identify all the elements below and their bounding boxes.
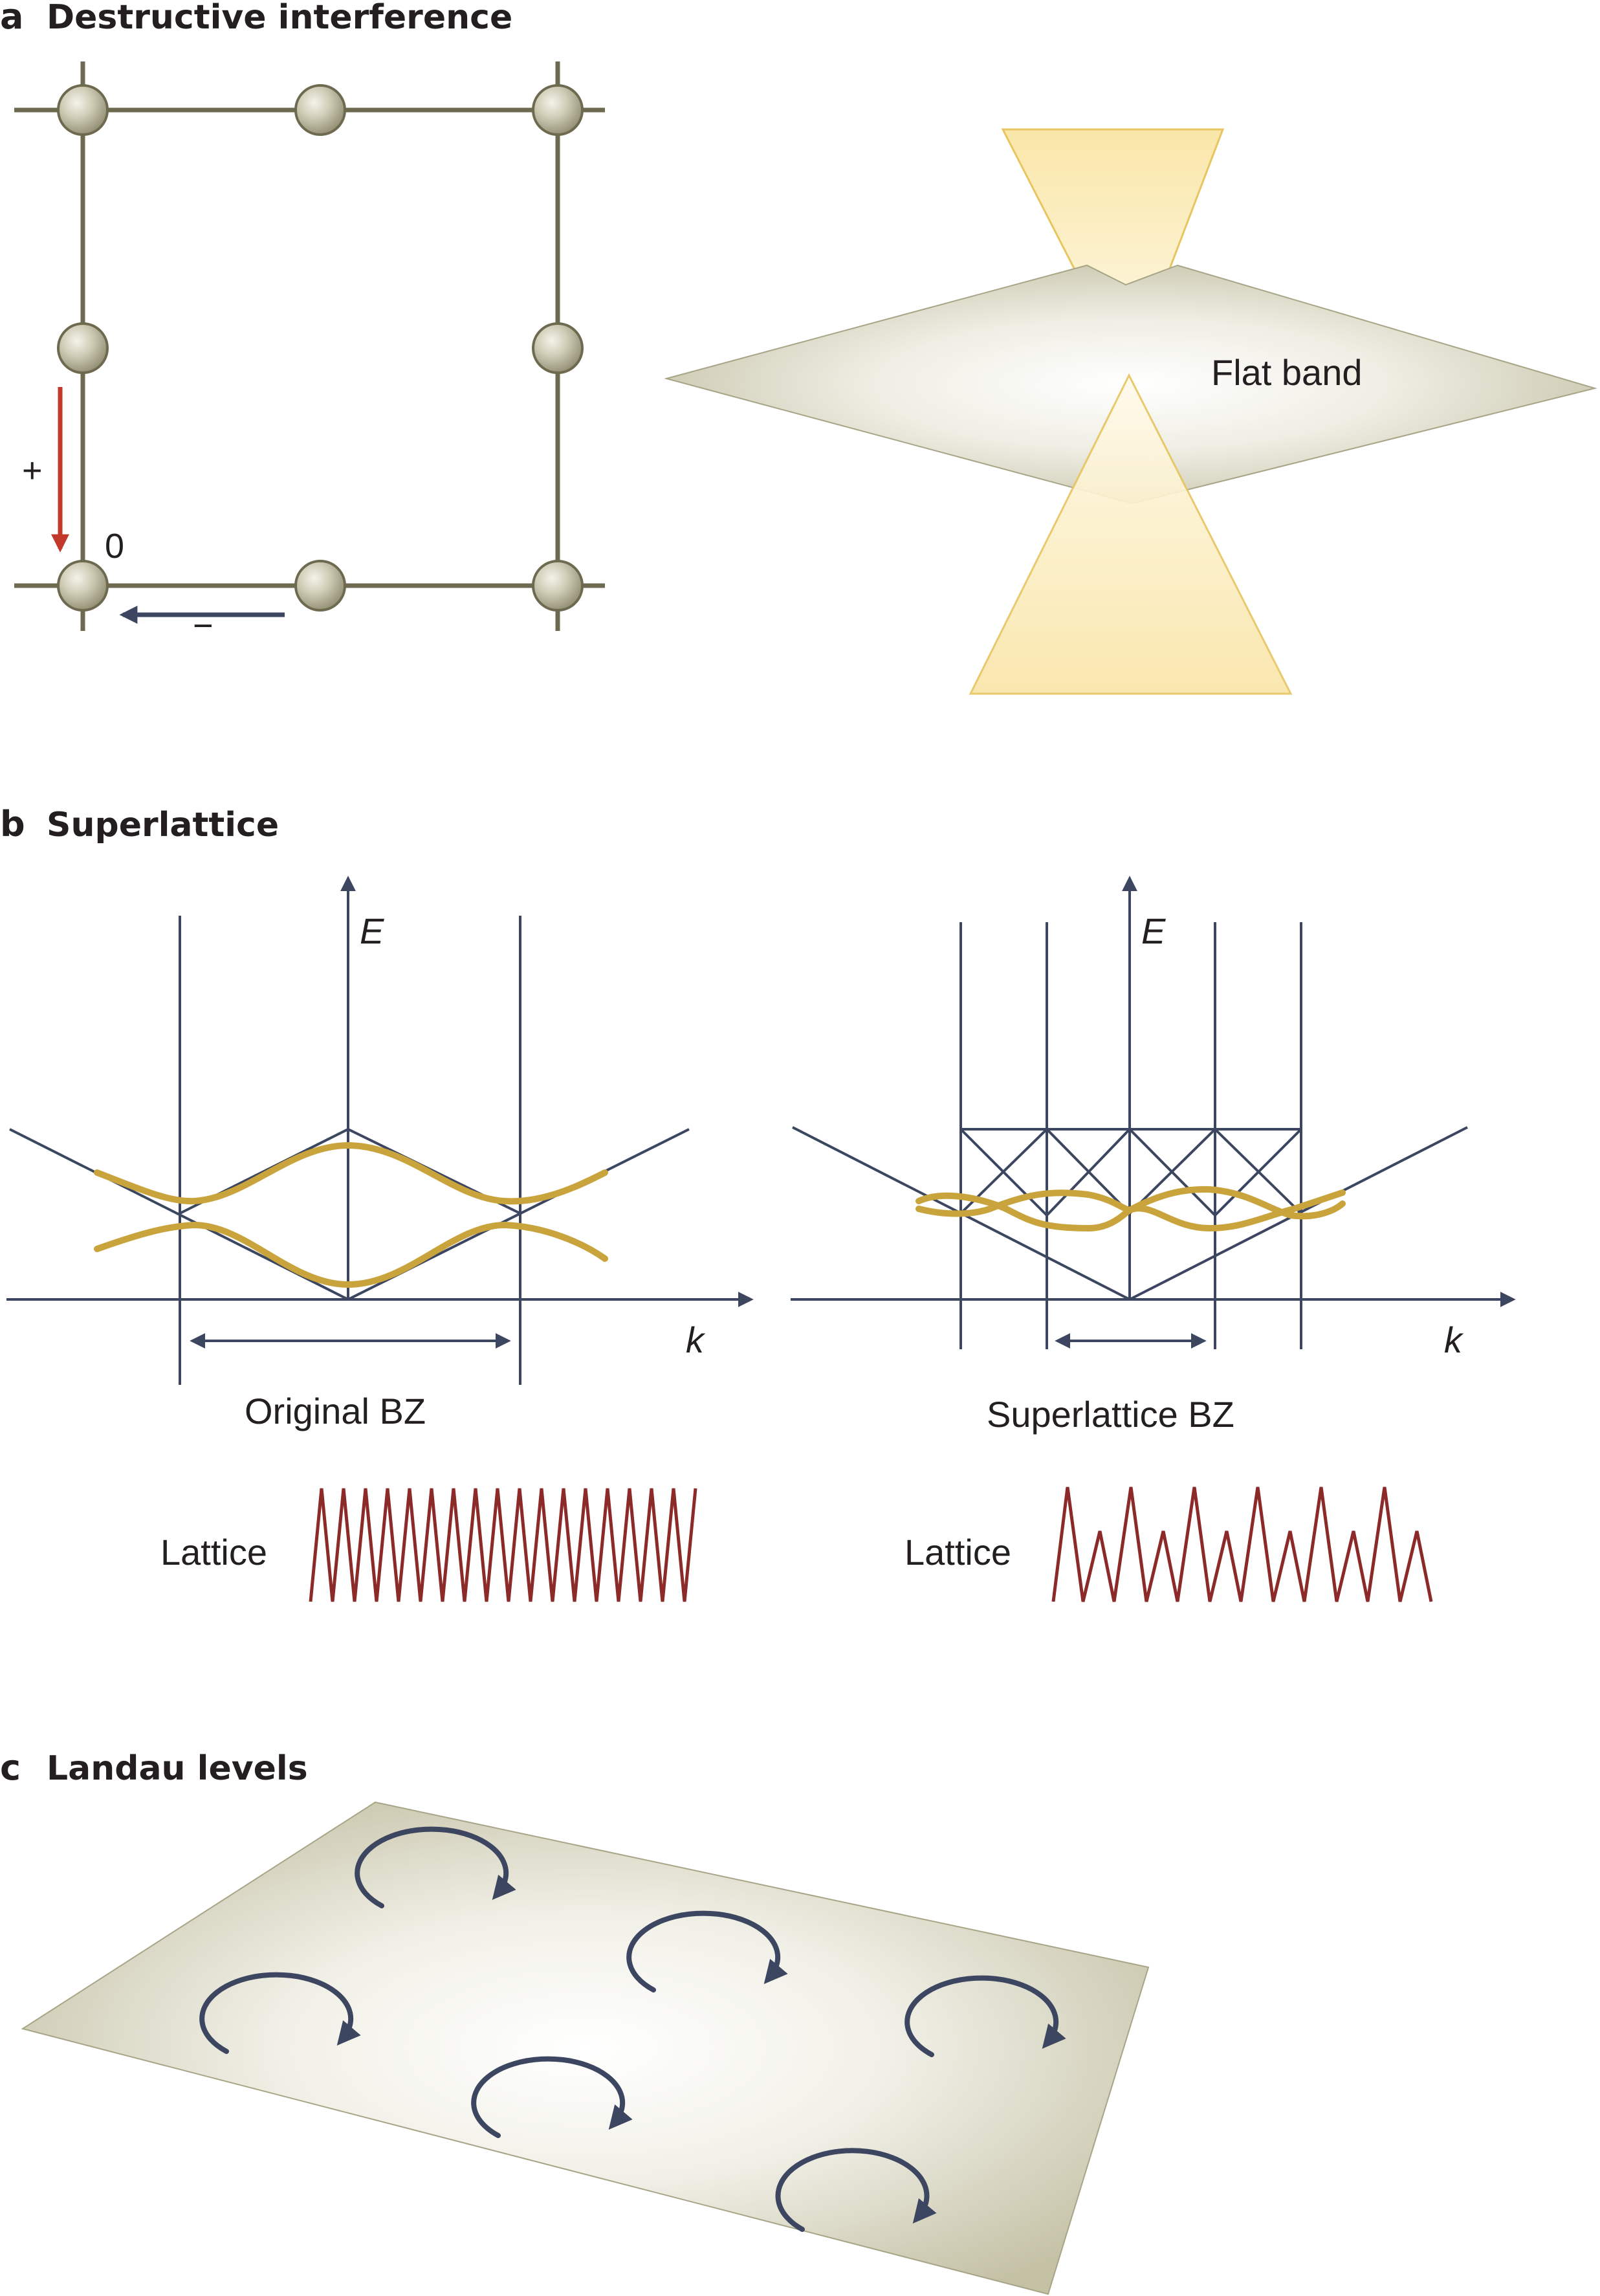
site-zero-label: 0	[105, 527, 124, 566]
atom-sphere-icon	[294, 84, 346, 136]
panel-a-letter: a	[0, 0, 23, 37]
free-electron-parabola-folded	[179, 1127, 521, 1215]
band-diagram-superlattice: E k Superlattice BZ Lattice	[791, 876, 1516, 1602]
band-lower	[94, 1221, 608, 1288]
panel-a-title: Destructive interference	[47, 0, 512, 37]
lattice-label: Lattice	[904, 1532, 1011, 1573]
atom-sphere-icon	[532, 560, 584, 612]
cyclotron-orbit-circular-arrow-icon	[471, 2056, 633, 2138]
energy-axis-label: E	[1141, 911, 1166, 951]
panel-b-title: Superlattice	[47, 806, 279, 844]
lattice-label: Lattice	[160, 1532, 267, 1573]
panel-c-letter: c	[0, 1747, 21, 1788]
panel-c-title: Landau levels	[47, 1749, 308, 1788]
panel-a: a Destructive interference + 0 −	[0, 0, 1597, 695]
free-electron-parabola	[792, 1126, 1468, 1301]
sign-minus: −	[193, 606, 214, 645]
uniform-lattice-potential	[309, 1488, 697, 1602]
band-upper	[915, 1186, 1346, 1220]
lieb-lattice: + 0 −	[14, 61, 605, 645]
cyclotron-orbit-circular-arrow-icon	[904, 1975, 1066, 2057]
flat-band-diagram: Flat band	[664, 128, 1597, 695]
atom-sphere-icon	[294, 560, 346, 612]
energy-axis-label: E	[360, 911, 384, 951]
dirac-cone-lower	[969, 373, 1293, 695]
cyclotron-orbits	[199, 1826, 1066, 2232]
atom-sphere-icon	[532, 322, 584, 374]
band-upper	[94, 1142, 608, 1205]
k-axis-label: k	[1444, 1319, 1464, 1360]
cyclotron-orbit-circular-arrow-icon	[355, 1826, 516, 1908]
cyclotron-orbit-circular-arrow-icon	[775, 2148, 937, 2232]
panel-c: c Landau levels	[0, 1747, 1150, 2295]
atom-sphere-icon	[532, 84, 584, 136]
cyclotron-orbit-circular-arrow-icon	[199, 1972, 361, 2054]
sign-plus: +	[22, 451, 43, 490]
flat-band-label: Flat band	[1211, 352, 1363, 393]
cyclotron-orbit-circular-arrow-icon	[626, 1910, 788, 1992]
band-diagram-original: E k Original BZ Lattice	[6, 876, 754, 1602]
panel-b-letter: b	[0, 804, 25, 844]
modulated-lattice-potential	[1051, 1486, 1433, 1602]
atom-sphere-icon	[57, 560, 109, 612]
2d-electron-plane	[21, 1801, 1150, 2295]
dirac-cone-upper	[1001, 128, 1225, 378]
original-bz-label: Original BZ	[245, 1391, 426, 1431]
k-axis-label: k	[686, 1319, 706, 1360]
superlattice-bz-label: Superlattice BZ	[987, 1394, 1234, 1435]
atom-sphere-icon	[57, 84, 109, 136]
atom-sphere-icon	[57, 322, 109, 374]
panel-b: b Superlattice E k Original BZ Lattice	[0, 804, 1516, 1602]
